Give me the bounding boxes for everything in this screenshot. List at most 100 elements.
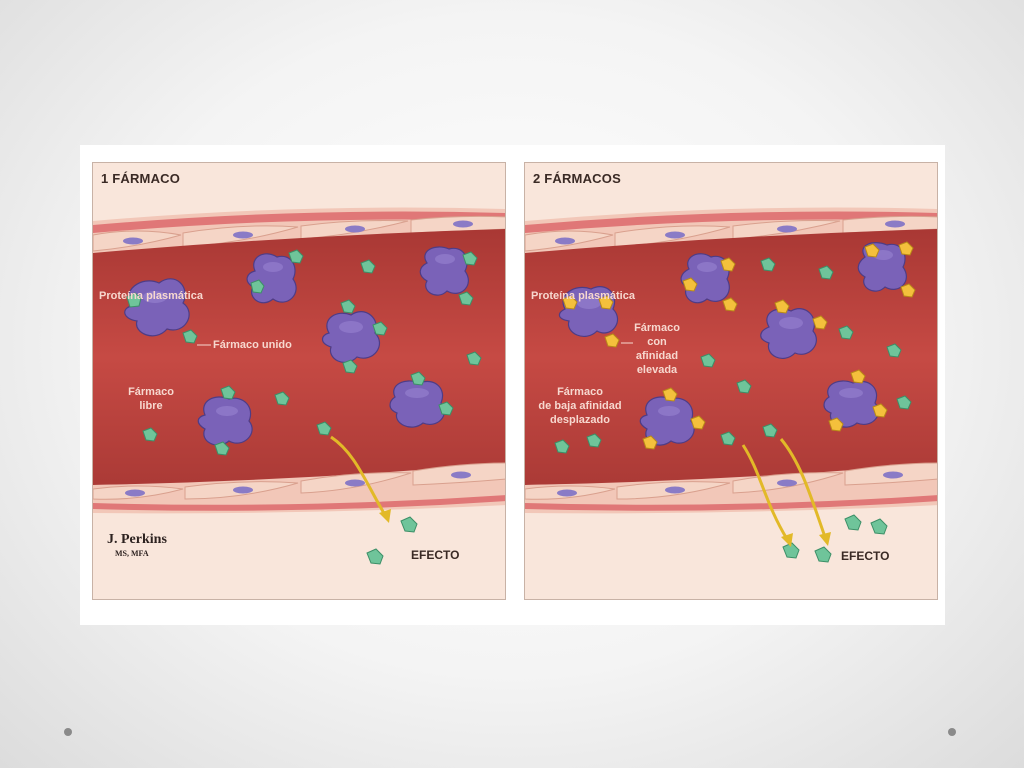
label-plasma-protein: Proteína plasmática — [99, 290, 203, 302]
effect-arrowhead — [379, 509, 391, 523]
displaced-drug-molecule — [818, 265, 834, 280]
free-drug-molecule — [466, 351, 482, 366]
high-affinity-drug-molecule — [722, 297, 738, 312]
bound-drug-molecule — [288, 249, 304, 264]
bound-drug-molecule — [342, 359, 358, 374]
effect-arrow — [779, 438, 827, 538]
high-affinity-drug-molecule — [642, 435, 658, 450]
bound-drug-molecule — [182, 329, 198, 344]
label-high-affinity-line1: Fármaco — [634, 322, 680, 334]
vessel-wall-stripe-bottom — [525, 495, 937, 511]
high-affinity-drug-molecule — [682, 277, 698, 292]
free-drug-molecule — [360, 259, 376, 274]
vessel-right — [525, 207, 937, 563]
high-affinity-drug-molecule — [720, 257, 736, 272]
plasma-protein — [124, 278, 190, 337]
slide-dot-right — [948, 728, 956, 736]
vessel-wall-stripe-bottom — [93, 495, 505, 511]
panel-one-drug: 1 FÁRMACO Proteína plasmática Fármaco un… — [92, 162, 506, 600]
high-affinity-drug-molecule — [604, 333, 620, 348]
panel-title: 1 FÁRMACO — [101, 171, 181, 186]
bound-drug-molecule — [126, 292, 142, 308]
plasma-protein — [197, 396, 253, 446]
bound-drug-molecule — [214, 441, 230, 456]
displaced-drug-molecule — [554, 439, 570, 454]
displaced-drug-molecule — [586, 433, 602, 448]
high-affinity-drug-molecule — [900, 283, 916, 298]
signature-credentials: MS, MFA — [115, 549, 149, 558]
plasma-protein — [760, 308, 817, 359]
plasma-protein — [321, 311, 381, 363]
label-effect: EFECTO — [841, 549, 890, 563]
cell-nucleus — [233, 486, 253, 494]
displaced-drug-molecule — [886, 343, 902, 358]
cell-nucleus — [123, 237, 143, 245]
diagram-image: 1 FÁRMACO Proteína plasmática Fármaco un… — [80, 145, 945, 625]
cell-nucleus — [451, 471, 471, 479]
effect-drug-molecule — [400, 516, 418, 533]
effect-drug-molecule — [814, 546, 832, 563]
label-plasma-protein: Proteína plasmática — [531, 290, 635, 302]
high-affinity-drug-molecule — [690, 415, 706, 430]
displaced-drug-molecule — [760, 257, 776, 272]
displaced-drug-molecule — [736, 379, 752, 394]
effect-arrow — [741, 444, 789, 540]
slide-dot-left — [64, 728, 72, 736]
vessel-left — [93, 207, 505, 565]
plasma-protein — [823, 380, 879, 428]
high-affinity-drug-molecule — [812, 315, 828, 330]
displaced-drug-molecule — [700, 353, 716, 368]
plasma-protein — [419, 246, 469, 296]
signature-name: J. Perkins — [107, 532, 167, 547]
bound-drug-molecule — [250, 279, 265, 294]
label-effect: EFECTO — [411, 548, 460, 562]
high-affinity-drug-molecule — [828, 417, 844, 432]
plasma-protein — [246, 253, 297, 304]
effect-drug-molecule — [844, 514, 862, 531]
displaced-drug-molecule — [838, 325, 854, 340]
bound-drug-molecule — [372, 321, 388, 336]
cell-nucleus — [453, 220, 473, 228]
displaced-drug-molecule — [896, 395, 912, 410]
high-affinity-drug-molecule — [850, 369, 866, 384]
panel-two-drugs: 2 FÁRMACOS Proteína plasmática Fármaco c… — [524, 162, 938, 600]
effect-arrowhead — [819, 532, 831, 546]
plasma-protein — [389, 380, 445, 428]
vessel-wall-stripe-top — [525, 211, 937, 233]
displaced-drug-molecule — [762, 423, 778, 438]
label-free-drug-line1: Fármaco — [128, 386, 174, 398]
label-low-affinity-line3: desplazado — [550, 414, 610, 426]
high-affinity-drug-molecule — [872, 403, 888, 418]
effect-drug-molecule — [366, 548, 384, 565]
free-drug-molecule — [142, 427, 158, 442]
high-affinity-drug-molecule — [898, 241, 914, 256]
effect-arrowhead — [781, 533, 793, 547]
panel-title: 2 FÁRMACOS — [533, 171, 621, 186]
bound-drug-molecule — [438, 401, 454, 416]
high-affinity-drug-molecule — [864, 243, 880, 258]
bound-drug-molecule — [462, 251, 478, 266]
label-low-affinity-line1: Fármaco — [557, 386, 603, 398]
high-affinity-drug-molecule — [774, 299, 790, 314]
label-high-affinity-line2: con — [647, 336, 667, 348]
label-free-drug-line2: libre — [139, 400, 163, 412]
bound-drug-molecule — [220, 385, 236, 400]
high-affinity-drug-molecule — [562, 295, 578, 310]
free-drug-molecule — [316, 421, 332, 436]
bound-drug-molecule — [340, 299, 356, 314]
bound-drug-molecule — [458, 291, 474, 306]
vessel-wall-stripe-top — [93, 211, 505, 233]
label-low-affinity-line2: de baja afinidad — [538, 400, 622, 412]
label-high-affinity-line3: afinidad — [635, 350, 679, 362]
free-drug-molecule — [274, 391, 290, 406]
high-affinity-drug-molecule — [598, 295, 614, 310]
high-affinity-drug-molecule — [662, 387, 678, 402]
effect-drug-molecule — [870, 518, 888, 535]
displaced-drug-molecule — [720, 431, 736, 446]
bound-drug-molecule — [410, 371, 426, 386]
label-high-affinity-line4: elevada — [636, 364, 678, 376]
effect-arrow — [330, 435, 387, 516]
cell-nucleus — [345, 225, 365, 233]
cell-nucleus — [233, 231, 253, 239]
label-bound-drug: Fármaco unido — [213, 339, 292, 351]
